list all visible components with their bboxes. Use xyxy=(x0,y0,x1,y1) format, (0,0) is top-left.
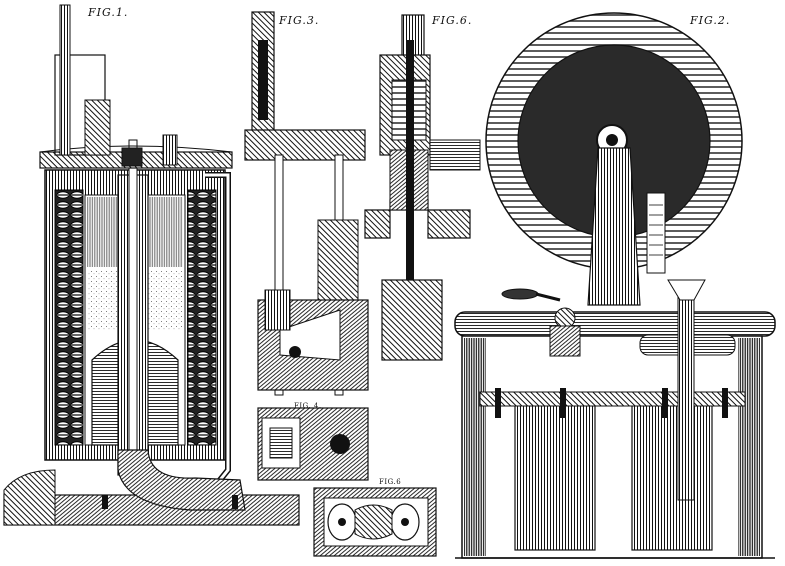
fig3-label: FIG.3. xyxy=(279,14,320,27)
fig6-label: FIG.6. xyxy=(432,14,473,27)
fig4-label: FIG. 4. xyxy=(294,402,322,410)
fig2-vertical-pipe xyxy=(677,289,695,501)
fig1-crosshead xyxy=(121,147,143,167)
fig4-slot xyxy=(261,417,301,469)
fig3-rod-left xyxy=(274,154,284,396)
fig6-weight-block xyxy=(381,279,443,361)
fig5-link xyxy=(354,504,393,540)
fig3-valve-gear-section xyxy=(244,11,369,396)
fig1-piston-rod xyxy=(128,139,138,471)
fig2-bolts xyxy=(495,388,728,418)
fig4-valve-plate xyxy=(257,407,369,481)
fig2-engine-elevation xyxy=(454,12,776,559)
fig1-label: FIG.1. xyxy=(88,6,129,19)
fig2-housing-left xyxy=(464,338,486,556)
fig4-port xyxy=(330,434,350,454)
fig2-housing xyxy=(461,335,763,559)
fig4-slot-inner xyxy=(269,427,293,459)
fig6-rod xyxy=(406,40,414,315)
fig1-vertical-engine-section: . xyxy=(3,4,300,526)
fig1-coil-right xyxy=(187,189,217,446)
fig1-small-cylinder xyxy=(162,134,178,166)
fig2-funnel xyxy=(667,279,706,301)
fig3-column-slot xyxy=(258,40,268,120)
fig5-bolt-right xyxy=(401,518,409,526)
fig1-bolts xyxy=(102,495,238,509)
fig2-gauge xyxy=(646,192,666,274)
fig3-slide-block xyxy=(317,219,359,301)
fig2-valve-knob xyxy=(554,307,576,329)
fig1-exhaust-elbow xyxy=(117,449,246,511)
fig5-label: FIG.6 xyxy=(379,478,402,486)
fig5-plan-plate xyxy=(313,487,437,557)
fig3-piston-left xyxy=(264,289,291,331)
fig2-flywheel-axle xyxy=(606,134,618,146)
fig2-column xyxy=(587,147,641,306)
fig1-coil-left xyxy=(54,189,84,446)
fig2-valve-body xyxy=(549,325,581,357)
fig2-label: FIG.2. xyxy=(690,14,731,27)
fig2-cylinder-left xyxy=(514,399,596,551)
fig2-crossbar xyxy=(479,391,746,407)
fig3-cross-beam xyxy=(244,129,366,161)
fig1-rocker-bar xyxy=(59,4,71,156)
fig2-gauge-ticks xyxy=(649,204,663,256)
fig3-pivot xyxy=(289,346,301,358)
fig5-bolt-left xyxy=(338,518,346,526)
fig2-housing-right xyxy=(738,338,760,556)
fig1-left-foot xyxy=(3,469,56,526)
fig6-side-pipe xyxy=(429,139,481,171)
fig6-safety-valve-section xyxy=(364,14,481,361)
fig2-table-top xyxy=(454,311,776,337)
fig2-handle xyxy=(501,288,539,300)
fig1-valve-box xyxy=(84,99,111,156)
fig2-handle-arm xyxy=(535,292,561,302)
fig2-cylinder-right xyxy=(631,399,713,551)
